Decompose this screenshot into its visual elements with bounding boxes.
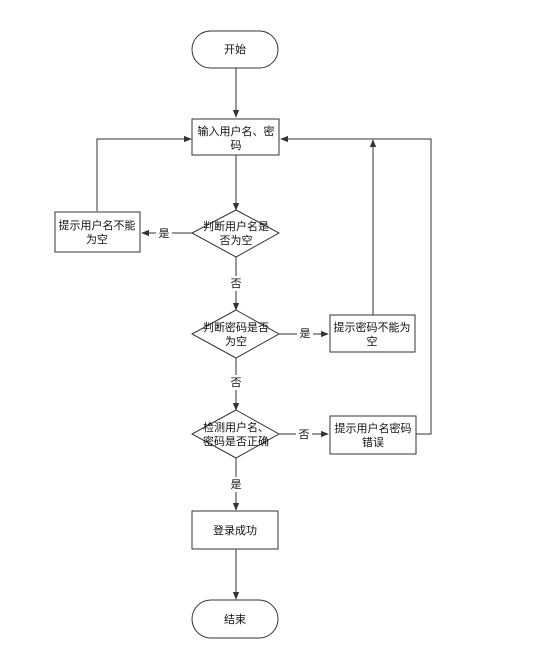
login-success-label: 登录成功: [213, 523, 257, 537]
edge-user-empty-back: [96, 135, 192, 211]
username-empty-node: 提示用户名不能 为空: [54, 211, 141, 253]
start-label: 开始: [224, 42, 246, 56]
wrong-credentials-node: 提示用户名密码 错误: [329, 415, 417, 455]
label-pwd-yes: 是: [300, 327, 311, 340]
check-password-line1: 判断密码是否: [203, 320, 269, 334]
username-empty-line2: 为空: [86, 232, 108, 246]
password-empty-line2: 空: [367, 334, 378, 348]
verify-credentials-line1: 检测用户名、: [203, 420, 269, 434]
edge-wrong-back: [280, 135, 432, 435]
label-user-no: 否: [231, 277, 242, 290]
label-user-yes: 是: [159, 227, 170, 240]
start-node: 开始: [191, 30, 279, 69]
input-node: 输入用户名、密 码: [191, 118, 280, 156]
label-verify-no: 否: [299, 428, 310, 441]
password-empty-line1: 提示密码不能为: [334, 320, 411, 334]
end-label: 结束: [224, 613, 246, 626]
edge-labels: 是 否 是 否 否 是: [156, 226, 313, 492]
input-label-line2: 码: [231, 139, 242, 152]
wrong-credentials-line2: 错误: [362, 435, 384, 449]
check-password-line2: 为空: [225, 334, 247, 348]
label-verify-yes: 是: [231, 478, 242, 491]
check-username-line2: 否为空: [220, 233, 253, 247]
input-label-line1: 输入用户名、密: [198, 124, 275, 138]
password-empty-node: 提示密码不能为 空: [329, 314, 416, 353]
check-username-line1: 判断用户名是: [203, 219, 269, 233]
label-pwd-no: 否: [231, 376, 242, 389]
end-node: 结束: [191, 599, 279, 639]
verify-credentials-node: 检测用户名、 密码是否正确: [190, 409, 281, 459]
login-success-node: 登录成功: [191, 510, 279, 550]
check-password-node: 判断密码是否 为空: [190, 309, 281, 359]
check-username-node: 判断用户名是 否为空: [190, 209, 281, 258]
username-empty-line1: 提示用户名不能: [59, 218, 136, 232]
verify-credentials-line2: 密码是否正确: [203, 434, 269, 448]
wrong-credentials-line1: 提示用户名密码: [335, 421, 412, 435]
